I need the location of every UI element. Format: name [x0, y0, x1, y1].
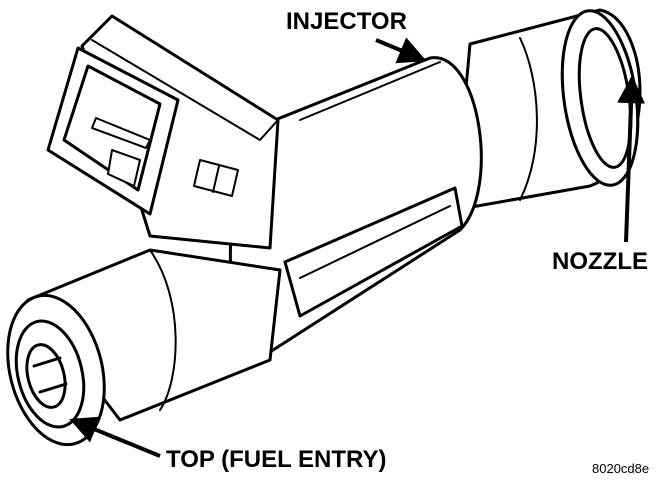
fuel-entry-label: TOP (FUEL ENTRY) [166, 446, 387, 473]
top-arrow [69, 416, 161, 458]
figure-code: 8020cd8e [592, 461, 650, 476]
injector-arrow [375, 37, 427, 64]
nozzle-label: NOZZLE [552, 248, 648, 275]
electrical-connector [46, 14, 280, 250]
injector-label: INJECTOR [286, 8, 407, 35]
nozzle-arrow [617, 75, 646, 243]
nozzle-end [453, 8, 642, 212]
fuel-entry-end [6, 248, 282, 447]
injector-body [228, 56, 483, 354]
